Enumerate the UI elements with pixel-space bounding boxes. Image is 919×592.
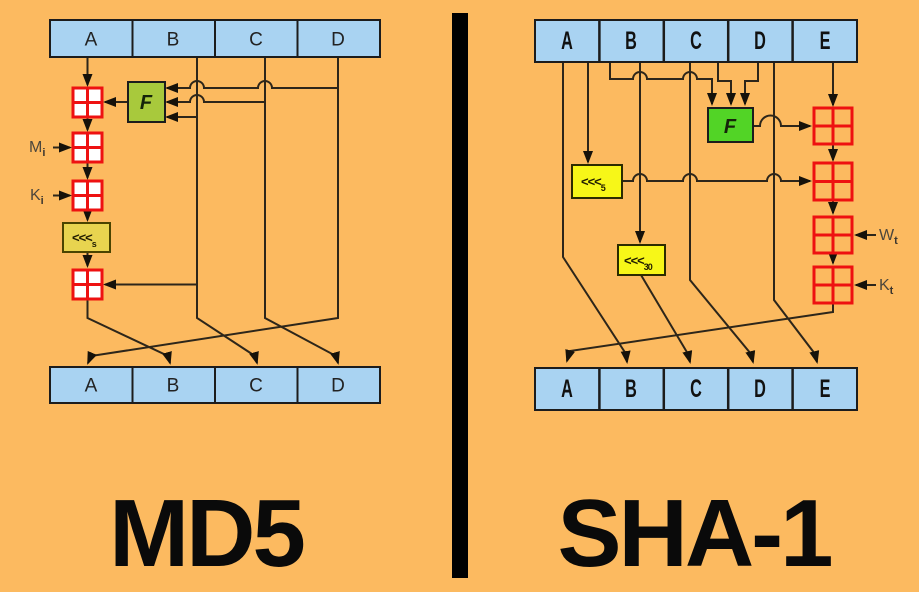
sha1-register-in: A B C D E	[534, 19, 858, 63]
sha1-f-label: F	[724, 116, 737, 138]
sha1-diagram: A B C D E F <<<5 <<<30	[534, 19, 898, 411]
sha1-schedule-input-label: Wt	[879, 227, 898, 247]
sha1-register-in-a: A	[561, 28, 573, 55]
sha1-adder-1-cross	[814, 108, 852, 144]
md5-constant-input-label: Ki	[30, 187, 44, 207]
md5-register-out-c: C	[249, 376, 263, 397]
sha1-register-out: A B C D E	[534, 367, 858, 411]
sha1-rotate5-box: <<<5	[571, 164, 623, 199]
sha1-register-in-c: C	[690, 28, 702, 55]
md5-wire-c-to-f	[165, 94, 265, 107]
md5-f-label: F	[140, 92, 153, 114]
sha1-register-out-d: D	[754, 376, 766, 403]
md5-diagram: A B C D F <<<s	[29, 19, 381, 404]
md5-register-in: A B C D	[49, 19, 381, 58]
md5-adder-2-cross	[73, 133, 102, 162]
sha1-register-out-e: E	[820, 376, 831, 403]
sha1-wire-d-long	[773, 62, 820, 364]
sha1-rotate30-box: <<<30	[617, 244, 666, 276]
sha1-wire-add4-out	[565, 303, 834, 363]
md5-rotate-box: <<<s	[62, 222, 111, 253]
md5-register-out-b: B	[167, 376, 180, 397]
divider	[452, 13, 468, 578]
sha1-adder-4	[812, 265, 854, 305]
md5-wire-d-vertical	[87, 57, 339, 365]
md5-adder-4	[71, 268, 104, 301]
md5-register-in-a: A	[85, 30, 98, 51]
sha1-rotate30-rect	[617, 244, 666, 276]
md5-f-rect	[127, 81, 166, 123]
md5-wire-b-vertical	[196, 57, 259, 365]
md5-adder-3	[71, 179, 104, 212]
md5-adder-3-cross	[73, 181, 102, 210]
md5-register-in-d: D	[331, 30, 345, 51]
sha1-wire-rot5-out	[622, 173, 812, 186]
sha1-register-in-b: B	[625, 28, 637, 55]
sha1-wires	[562, 62, 876, 364]
sha1-title: SHA-1	[557, 480, 831, 587]
md5-message-input-label: Mi	[29, 139, 45, 159]
sha1-rotate5-rect	[571, 164, 623, 199]
sha1-wire-f-out	[753, 114, 812, 131]
sha1-register-in-box	[534, 19, 858, 63]
md5-wires	[53, 57, 340, 365]
md5-register-in-c: C	[249, 30, 263, 51]
sha1-adder-4-cross	[814, 267, 852, 303]
md5-title: MD5	[109, 480, 303, 587]
sha1-rotate5-label: <<<5	[581, 174, 606, 193]
md5-register-in-dividers	[131, 20, 299, 57]
sha1-adder-3	[812, 215, 854, 255]
sha1-wire-rot30-out	[640, 274, 693, 364]
md5-adder-1-cross	[73, 88, 102, 117]
md5-adder-2	[71, 131, 104, 164]
sha1-register-in-e: E	[820, 28, 831, 55]
md5-wire-d-to-f	[165, 80, 338, 93]
sha1-register-out-a: A	[561, 376, 573, 403]
sha1-adder-2-cross	[814, 163, 852, 200]
sha1-constant-input-label: Kt	[879, 277, 894, 297]
sha1-register-out-box	[534, 367, 858, 411]
md5-register-out-dividers	[131, 367, 299, 403]
sha1-register-out-b: B	[625, 376, 637, 403]
sha1-wire-c-to-f	[717, 62, 736, 106]
md5-wire-add4-out	[86, 299, 172, 365]
md5-adder-4-cross	[73, 270, 102, 299]
md5-rotate-rect	[62, 222, 111, 253]
md5-rotate-label: <<<s	[72, 230, 97, 249]
sha1-register-out-dividers	[598, 368, 794, 410]
sha1-adder-1	[812, 106, 854, 146]
sha1-wire-d-to-f	[740, 62, 759, 106]
md5-register-out-a: A	[85, 376, 98, 397]
sha1-wire-b-to-f	[609, 62, 717, 106]
md5-wire-c-vertical	[264, 57, 340, 365]
sha1-wire-c-long	[689, 62, 756, 364]
sha1-register-in-dividers	[598, 20, 794, 62]
md5-f-box: F	[127, 81, 166, 123]
sha1-register-out-c: C	[690, 376, 702, 403]
sha1-f-box: F	[707, 107, 754, 143]
sha1-adder-2	[812, 161, 854, 202]
sha1-wire-a-long	[562, 62, 631, 364]
md5-register-out: A B C D	[49, 366, 381, 404]
md5-register-out-d: D	[331, 376, 345, 397]
md5-register-in-b: B	[167, 30, 180, 51]
sha1-register-in-d: D	[754, 28, 766, 55]
md5-adder-1	[71, 86, 104, 119]
sha1-adder-3-cross	[814, 217, 852, 253]
sha1-rotate30-label: <<<30	[624, 253, 653, 272]
sha1-f-rect	[707, 107, 754, 143]
